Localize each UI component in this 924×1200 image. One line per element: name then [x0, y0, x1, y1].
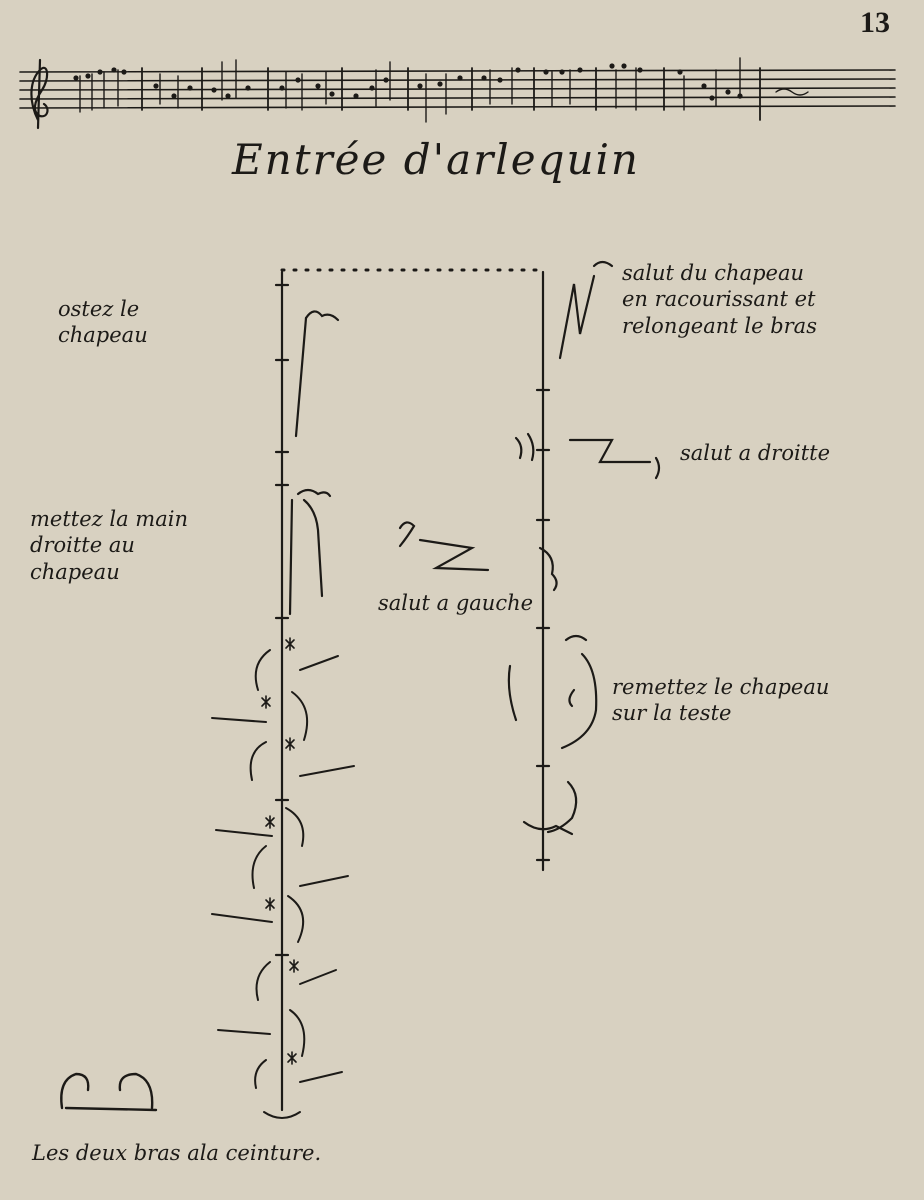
annotation-left-middle: mettez la main droitte au chapeau — [30, 506, 188, 585]
annotation-line: en racourissant et — [622, 287, 816, 312]
annotation-center: salut a gauche — [378, 591, 534, 615]
page-number: 13 — [860, 6, 890, 39]
dance-track-left — [211, 268, 548, 1119]
arm-figures — [211, 649, 355, 1119]
treble-clef — [30, 58, 49, 130]
annotation-left-top: ostez le chapeau — [58, 296, 148, 349]
annotation-line: chapeau — [30, 559, 120, 584]
annotation-line: sur la teste — [612, 701, 732, 726]
annotation-right-second: salut a droitte — [680, 441, 830, 465]
annotation-line: chapeau — [58, 323, 148, 348]
annotation-line: remettez le chapeau — [612, 675, 830, 699]
staff-end-squiggle — [775, 88, 809, 96]
annotation-line: droitte au — [30, 533, 135, 558]
dance-track-right — [398, 260, 661, 872]
music-staff — [19, 69, 896, 109]
annotation-line: ostez le — [58, 297, 140, 321]
annotation-line: relongeant le bras — [622, 313, 817, 338]
annotation-right-top: salut du chapeau en racourissant et relo… — [622, 260, 817, 339]
note-heads — [73, 63, 743, 101]
dance-title: Entrée d'arlequin — [232, 135, 640, 184]
annotation-right-third: remettez le chapeau sur la teste — [612, 674, 829, 727]
star-markers — [261, 637, 299, 1065]
bottom-arms-glyph — [60, 1072, 158, 1112]
note-stems — [79, 57, 741, 123]
annotation-bottom: Les deux bras ala ceinture. — [32, 1141, 322, 1165]
staff-barlines — [141, 67, 761, 121]
annotation-line: mettez la main — [30, 507, 188, 531]
annotation-line: salut du chapeau — [622, 261, 805, 285]
